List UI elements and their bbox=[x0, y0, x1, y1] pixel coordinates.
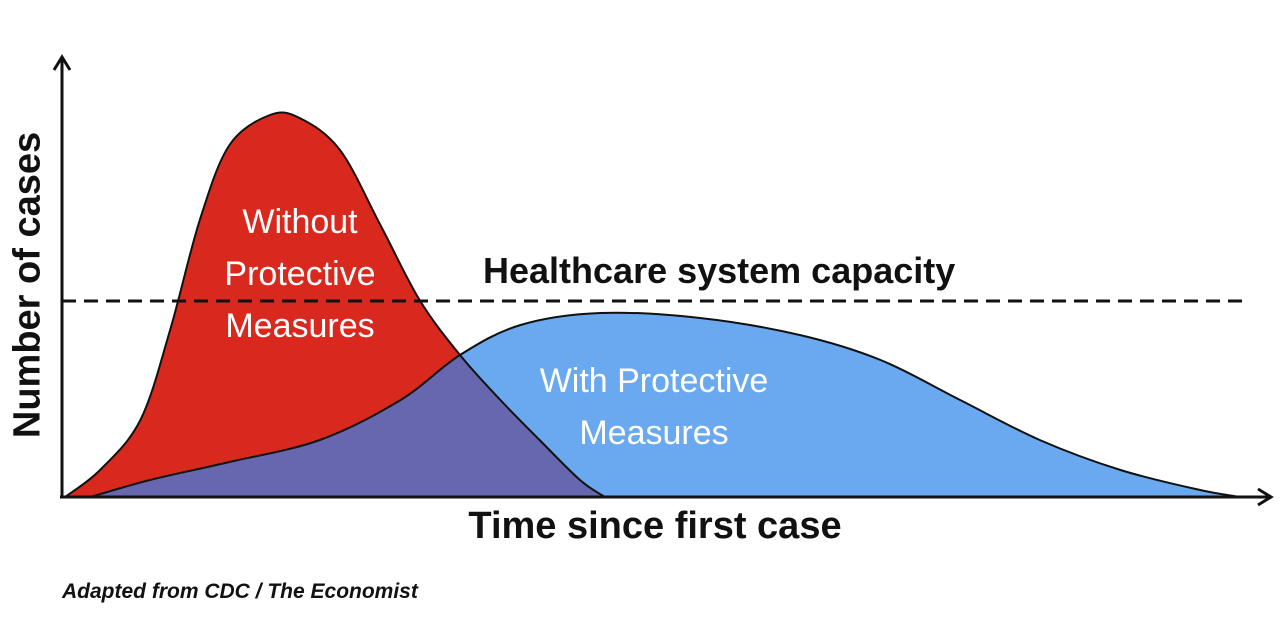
label-line: Without bbox=[242, 203, 358, 241]
with-measures-curve bbox=[90, 311, 1241, 498]
y-axis-arrow-icon bbox=[52, 54, 72, 71]
without-measures-curve bbox=[64, 111, 606, 498]
with-measures-label: With Protective Measures bbox=[540, 355, 769, 459]
capacity-label: Healthcare system capacity bbox=[483, 250, 956, 291]
label-line: Measures bbox=[225, 307, 375, 345]
label-line: Protective bbox=[224, 255, 376, 293]
without-measures-label: Without Protective Measures bbox=[224, 196, 375, 352]
label-line: With Protective bbox=[539, 362, 769, 400]
x-axis-label: Time since first case bbox=[468, 505, 842, 547]
y-axis-label: Number of cases bbox=[6, 131, 49, 439]
source-note: Adapted from CDC / The Economist bbox=[62, 580, 418, 603]
x-axis-arrow-icon bbox=[1257, 487, 1274, 507]
overlap-area bbox=[90, 312, 605, 497]
label-line: Measures bbox=[579, 414, 729, 452]
